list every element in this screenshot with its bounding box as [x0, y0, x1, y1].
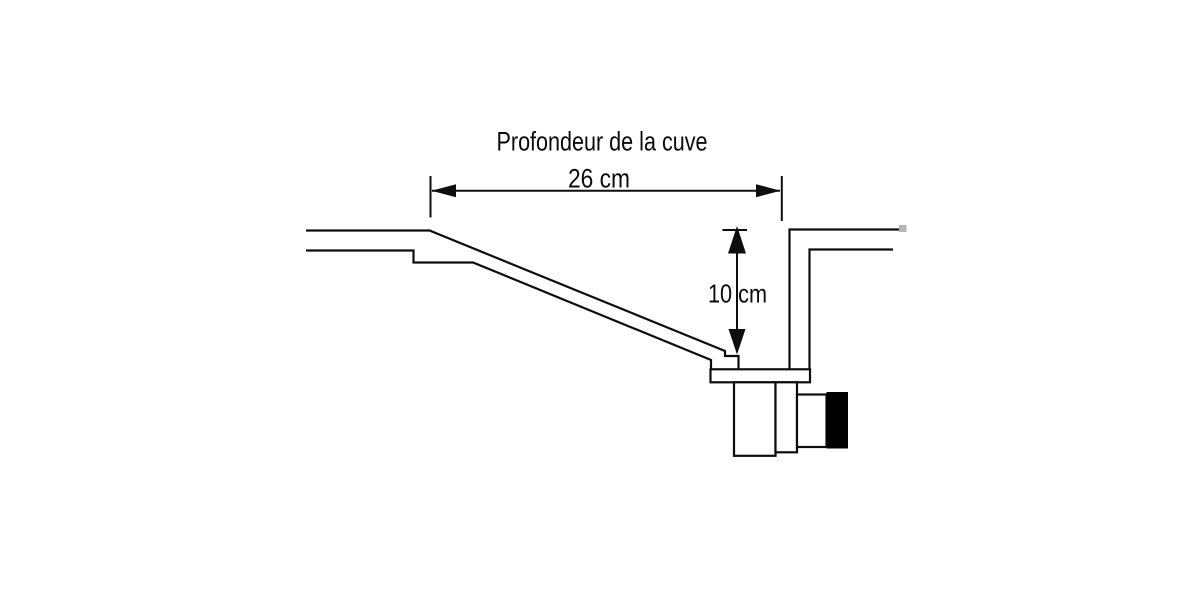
drain-assembly: [709, 368, 848, 457]
diagram-title: Profondeur de la cuve: [497, 127, 708, 157]
dimension-width-label: 26 cm: [568, 164, 630, 194]
arrowhead-down-icon: [728, 329, 746, 355]
tank-wall-inner-edge: [808, 248, 893, 370]
dimension-vertical: 10 cm: [708, 226, 767, 355]
drain-tailpiece: [732, 381, 777, 457]
arrowhead-right-icon: [756, 184, 781, 198]
dimension-depth-label: 10 cm: [708, 279, 767, 309]
drain-coupling: [774, 381, 799, 454]
side-outlet-body: [795, 393, 828, 449]
drain-flange: [709, 368, 812, 384]
drainboard-upper-edge: [306, 229, 740, 370]
drainboard-profile: [306, 229, 740, 370]
side-outlet-cap: [826, 392, 848, 449]
arrowhead-up-icon: [728, 226, 746, 254]
tank-wall-outer-edge: [788, 228, 900, 370]
drainboard-lower-edge: [306, 249, 713, 370]
tank-wall-profile: [788, 225, 907, 370]
dimension-horizontal: 26 cm: [429, 164, 783, 221]
line-end-artifact: [899, 225, 907, 232]
arrowhead-left-icon: [431, 184, 456, 198]
